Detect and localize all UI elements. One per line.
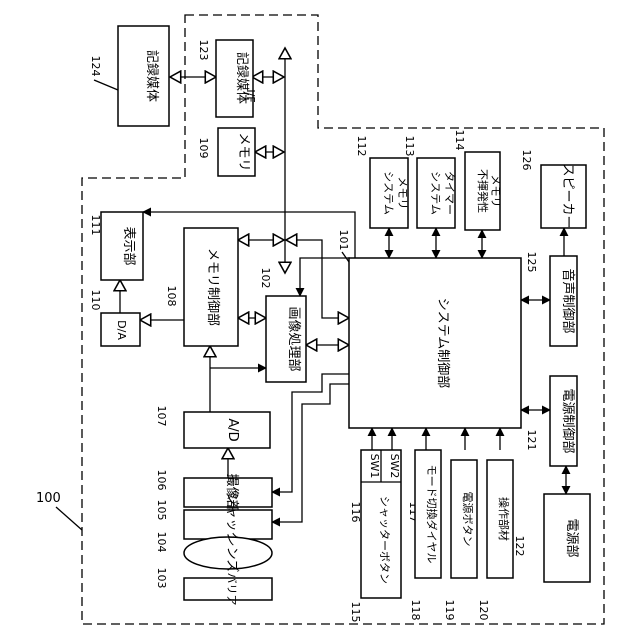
ref-118: 118	[409, 600, 422, 621]
label-sw2: SW2	[388, 454, 401, 479]
ref-116: 116	[349, 502, 362, 523]
block-speaker: スピーカー	[541, 163, 586, 228]
label-nonvolatile-memory-2: メモリ	[489, 175, 502, 208]
line-sys-display	[143, 212, 355, 258]
ref-105: 105	[155, 500, 168, 521]
label-system-timer-1: システム	[429, 171, 442, 215]
label-barrier: バリア	[225, 573, 238, 606]
label-power-supply: 電源部	[564, 518, 579, 557]
block-recording-if: 記録媒体 I/F	[216, 40, 257, 117]
ref-104: 104	[155, 532, 168, 553]
ref-119: 119	[443, 600, 456, 621]
ref-120: 120	[477, 600, 490, 621]
block-power-control: 電源制御部	[550, 376, 577, 466]
label-operation: 操作部材	[497, 497, 511, 541]
ref-114: 114	[453, 130, 466, 151]
label-image-processing: 画像処理部	[286, 306, 301, 371]
ref-121: 121	[525, 430, 538, 451]
block-audio-control: 音声制御部	[550, 256, 577, 346]
ref-123: 123	[197, 40, 210, 61]
block-barrier: バリア	[184, 573, 272, 606]
label-audio-control: 音声制御部	[560, 268, 576, 333]
label-power-button: 電源ボタン	[461, 492, 475, 547]
block-image-processing: 画像処理部	[266, 296, 306, 382]
ref-124: 124	[89, 56, 102, 77]
ref-122: 122	[513, 536, 526, 557]
block-system-control: システム制御部	[349, 258, 521, 428]
block-memory-control: メモリ制御部	[184, 228, 238, 346]
ref-115: 115	[349, 602, 362, 623]
label-speaker: スピーカー	[560, 163, 575, 228]
block-display: 表示部	[101, 212, 143, 280]
block-ad: A/D	[184, 412, 270, 448]
block-shutter-button: SW1 SW2 シャッターボタン	[361, 450, 401, 598]
block-power-button: 電源ボタン	[451, 460, 477, 578]
label-system-control: システム制御部	[435, 298, 450, 389]
block-mode-dial: モード切換ダイヤル	[415, 450, 441, 578]
ref-102: 102	[259, 268, 272, 289]
label-recording-medium: 記録媒体	[144, 50, 160, 102]
ref-112: 112	[355, 136, 368, 157]
label-sw1: SW1	[368, 454, 381, 479]
block-da: D/A	[101, 313, 140, 346]
label-shutter-button: シャッターボタン	[378, 496, 391, 584]
block-power-supply: 電源部	[544, 494, 590, 582]
line-sys-imgproc	[300, 258, 350, 296]
label-recording-if-sub: I/F	[244, 89, 257, 102]
ref-103: 103	[155, 568, 168, 589]
block-memory: メモリ	[218, 128, 255, 176]
ref-110: 110	[89, 290, 102, 311]
label-memory-control: メモリ制御部	[205, 248, 220, 326]
leader-124	[94, 80, 118, 90]
ref-108: 108	[165, 286, 178, 307]
ref-111: 111	[89, 215, 102, 236]
block-nonvolatile-memory: 不揮発性 メモリ	[465, 152, 502, 230]
ref-107: 107	[155, 406, 168, 427]
line-sys-shutter	[272, 384, 349, 522]
block-system-memory: システム メモリ	[370, 158, 409, 228]
label-system-timer-2: タイマー	[443, 171, 456, 215]
block-system-timer: システム タイマー	[417, 158, 456, 228]
label-power-control: 電源制御部	[560, 388, 575, 453]
block-operation: 操作部材	[487, 460, 513, 578]
ref-100: 100	[36, 491, 61, 506]
label-memory: メモリ	[236, 132, 251, 171]
label-mode-dial: モード切換ダイヤル	[425, 465, 439, 564]
leader-100	[56, 507, 82, 530]
ref-125: 125	[525, 252, 538, 273]
ref-106: 106	[155, 470, 168, 491]
label-system-memory-2: メモリ	[396, 177, 409, 210]
line-sys-imaging	[272, 374, 349, 492]
label-lens: レンズ	[224, 534, 240, 573]
label-nonvolatile-memory-1: 不揮発性	[476, 169, 490, 213]
label-system-memory-1: システム	[382, 171, 395, 215]
block-recording-medium: 記録媒体	[118, 26, 169, 126]
ref-101: 101	[337, 230, 350, 251]
label-display: 表示部	[121, 226, 136, 265]
ref-126: 126	[520, 150, 533, 171]
leader-101	[342, 252, 349, 262]
label-da: D/A	[115, 320, 128, 340]
label-ad: A/D	[225, 418, 240, 441]
ref-109: 109	[197, 138, 210, 159]
ref-113: 113	[403, 136, 416, 157]
